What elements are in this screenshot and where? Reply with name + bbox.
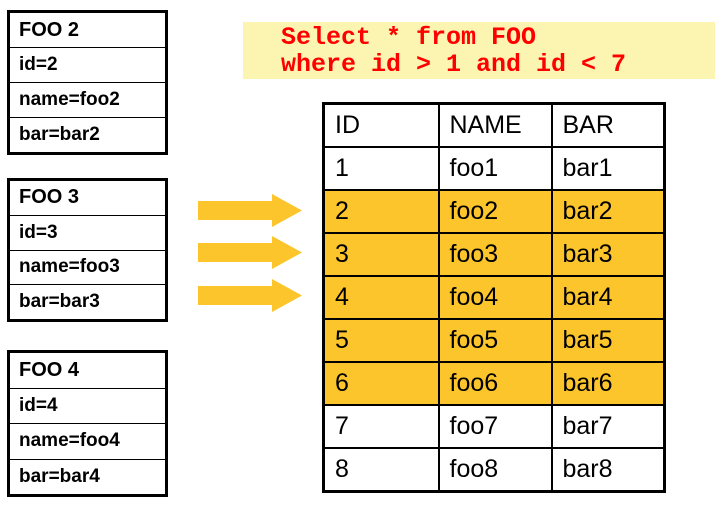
arrow-right-icon: [198, 194, 302, 227]
cell-name: foo4: [437, 274, 553, 321]
table-row: 3 foo3 bar3: [322, 231, 666, 277]
table-header-row: ID NAME BAR: [322, 102, 666, 148]
cell-name: foo8: [437, 447, 553, 493]
cell-bar: bar5: [550, 317, 666, 364]
column-header-bar: BAR: [550, 102, 666, 148]
cell-bar: bar3: [550, 231, 666, 277]
cell-bar: bar1: [550, 145, 666, 191]
object-field-id: id=4: [10, 389, 165, 424]
cell-name: foo5: [437, 317, 553, 364]
sql-query-line-1: Select * from FOO: [281, 23, 537, 52]
table-row: 7 foo7 bar7: [322, 404, 666, 450]
cell-id: 4: [322, 274, 440, 321]
table-row: 4 foo4 bar4: [322, 274, 666, 321]
object-field-bar: bar=bar2: [19, 124, 100, 145]
cell-bar: bar6: [550, 361, 666, 407]
cell-bar: bar7: [550, 404, 666, 450]
object-box-foo2: FOO 2 id=2 name=foo2 bar=bar2: [7, 10, 168, 155]
object-field-name: name=foo2: [10, 83, 165, 118]
table-row: 2 foo2 bar2: [322, 188, 666, 234]
column-header-name: NAME: [437, 102, 553, 148]
cell-id: 2: [322, 188, 440, 234]
arrow-right-icon: [198, 279, 302, 312]
cell-id: 6: [322, 361, 440, 407]
result-table: ID NAME BAR 1 foo1 bar1 2 foo2 bar2 3 fo…: [322, 102, 666, 493]
table-row: 6 foo6 bar6: [322, 361, 666, 407]
cell-name: foo1: [437, 145, 553, 191]
column-header-id: ID: [322, 102, 440, 148]
sql-query-line-2: where id > 1 and id < 7: [281, 50, 627, 79]
table-row: 1 foo1 bar1: [322, 145, 666, 191]
cell-name: foo6: [437, 361, 553, 407]
arrow-right-icon: [198, 236, 302, 269]
object-title: FOO 2: [10, 13, 165, 48]
object-field-bar: bar=bar4: [19, 465, 100, 487]
table-row: 5 foo5 bar5: [322, 317, 666, 364]
cell-id: 1: [322, 145, 440, 191]
sql-query-box: Select * from FOO where id > 1 and id < …: [243, 22, 715, 79]
object-field-id: id=3: [10, 216, 165, 251]
cell-id: 7: [322, 404, 440, 450]
object-box-foo3: FOO 3 id=3 name=foo3 bar=bar3: [7, 178, 168, 322]
cell-name: foo7: [437, 404, 553, 450]
object-field-name: name=foo3: [10, 251, 165, 286]
object-field-bar: bar=bar3: [19, 291, 100, 313]
table-row: 8 foo8 bar8: [322, 447, 666, 493]
cell-id: 8: [322, 447, 440, 493]
cell-name: foo2: [437, 188, 553, 234]
object-title: FOO 3: [10, 181, 165, 216]
cell-bar: bar8: [550, 447, 666, 493]
object-field-name: name=foo4: [10, 424, 165, 460]
object-box-foo4: FOO 4 id=4 name=foo4 bar=bar4: [7, 350, 168, 497]
object-title: FOO 4: [10, 353, 165, 389]
cell-id: 5: [322, 317, 440, 364]
cell-bar: bar2: [550, 188, 666, 234]
cell-bar: bar4: [550, 274, 666, 321]
cell-name: foo3: [437, 231, 553, 277]
object-field-id: id=2: [10, 48, 165, 83]
cell-id: 3: [322, 231, 440, 277]
